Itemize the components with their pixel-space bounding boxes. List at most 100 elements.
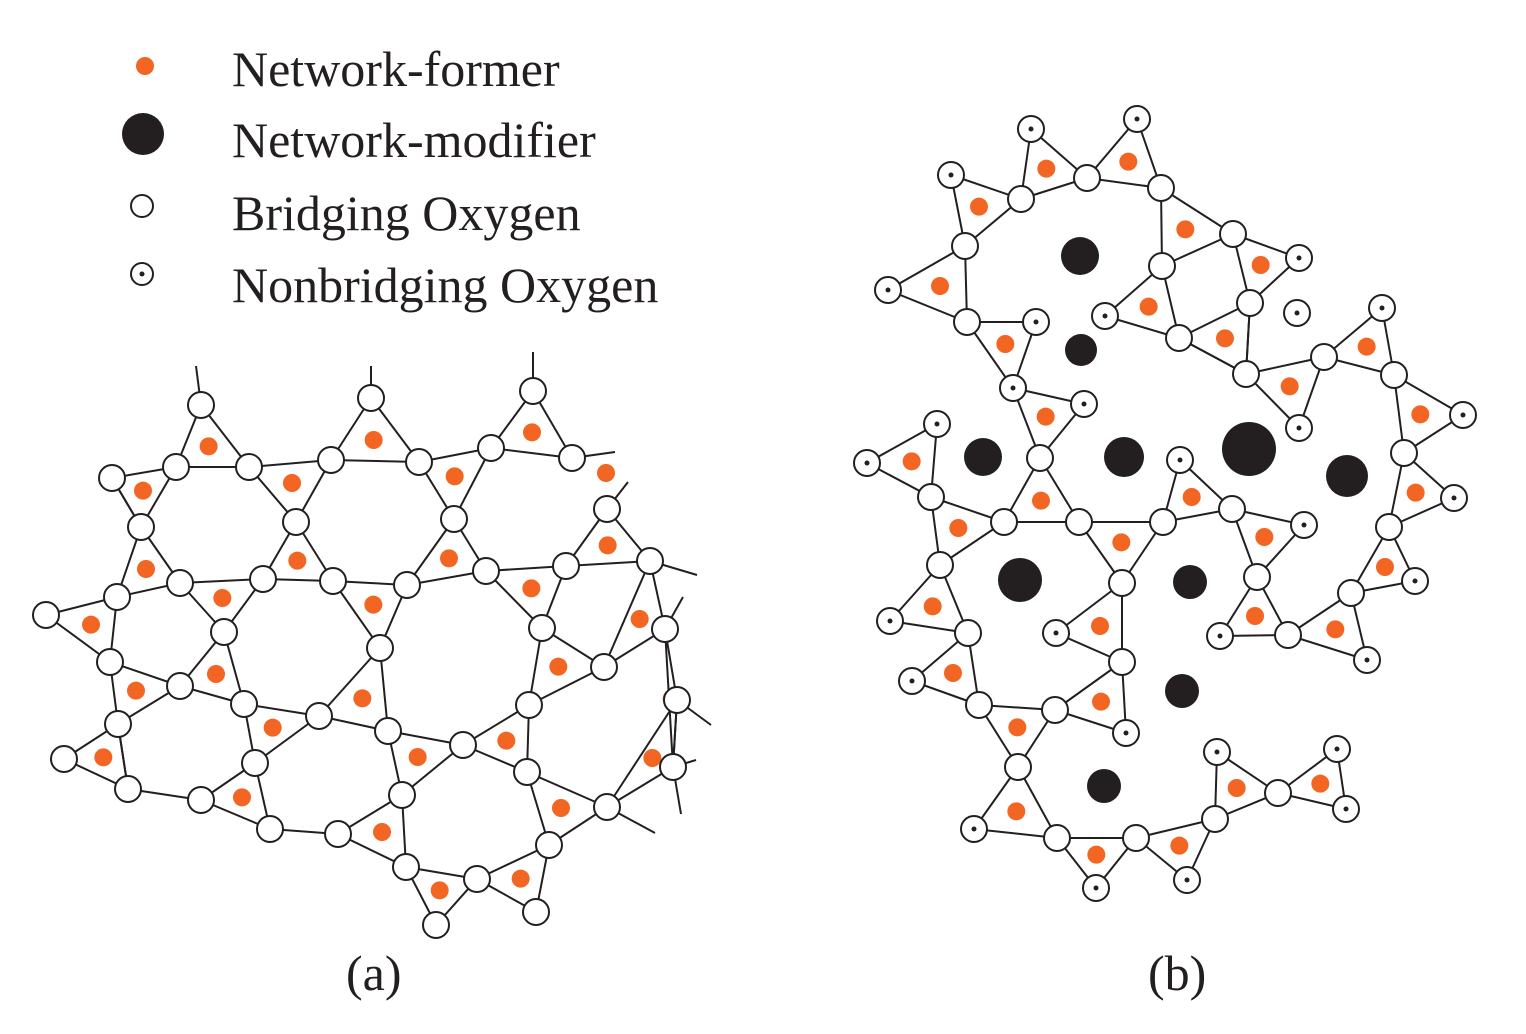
bond-line [606, 699, 678, 808]
network-modifier [1104, 437, 1144, 477]
bridging-oxygen [659, 753, 687, 781]
network-former [408, 748, 427, 766]
legend: Network-former Network-modifier Bridging… [122, 41, 658, 313]
bridging-oxygen [1375, 513, 1403, 541]
bridging-oxygen [1243, 563, 1271, 591]
network-former [283, 474, 301, 492]
network-former [127, 681, 145, 700]
nonbridging-oxygen [876, 607, 904, 635]
bridging-oxygen [374, 717, 402, 745]
bridging-oxygen [636, 547, 664, 575]
bond-line [526, 771, 608, 808]
network-former [1255, 528, 1274, 546]
network-b-oxygens [853, 105, 1477, 902]
nonbridging-oxygen [1285, 414, 1313, 442]
nonbridging-oxygen [1017, 115, 1045, 143]
bridging-oxygen [1380, 361, 1408, 389]
bridging-oxygen [50, 745, 78, 773]
network-former [1227, 779, 1246, 797]
legend-network-modifier-icon [122, 113, 164, 155]
network-modifier [1326, 455, 1368, 497]
network-b-bonds [866, 118, 1464, 889]
bridging-oxygen [422, 911, 450, 939]
bond-line [318, 647, 381, 717]
bridging-oxygen [366, 634, 394, 662]
bridging-oxygen [210, 618, 238, 646]
nonbridging-oxygen [937, 161, 965, 189]
bridging-oxygen [1201, 805, 1229, 833]
bridging-oxygen [1219, 220, 1247, 248]
network-former [440, 549, 458, 568]
bridging-oxygen [324, 820, 352, 848]
bridging-oxygen [392, 853, 420, 881]
bridging-oxygen [114, 775, 142, 803]
network-former [996, 335, 1015, 353]
network-former [522, 579, 541, 598]
bridging-oxygen [477, 434, 505, 462]
nonbridging-oxygen [999, 374, 1027, 402]
network-former [497, 731, 516, 750]
network-former [134, 481, 152, 500]
network-former [199, 437, 218, 456]
bridging-oxygen [1026, 444, 1054, 472]
bridging-oxygen [1337, 579, 1365, 607]
bridging-oxygen [166, 672, 194, 700]
nonbridging-oxygen [960, 815, 988, 843]
bridging-oxygen [1149, 508, 1177, 536]
nonbridging-oxygen [1323, 735, 1351, 763]
nonbridging-oxygen [1290, 511, 1318, 539]
network-modifier [998, 558, 1042, 602]
bridging-oxygen [590, 653, 618, 681]
network-a-oxygens [32, 377, 691, 939]
legend-network-former-icon [136, 57, 154, 75]
network-former [1406, 483, 1425, 502]
network-former [1182, 488, 1201, 506]
bond-line [1160, 187, 1234, 235]
bridging-oxygen [317, 446, 345, 474]
network-former [1032, 491, 1050, 510]
bridging-oxygen [917, 483, 945, 511]
nonbridging-oxygen [1070, 390, 1098, 418]
bridging-oxygen [440, 505, 468, 533]
network-modifier [964, 438, 1002, 476]
network-modifier [1061, 237, 1099, 275]
bridging-oxygen [1108, 648, 1136, 676]
caption-a: (a) [346, 945, 402, 1001]
network-former [1036, 407, 1055, 426]
bridging-oxygen [1236, 289, 1264, 317]
network-former [1008, 718, 1027, 737]
network-former [213, 589, 232, 607]
network-former [630, 610, 649, 628]
bridging-oxygen [1007, 185, 1035, 213]
nonbridging-oxygen [1285, 244, 1313, 272]
bridging-oxygen [305, 702, 333, 730]
bridging-oxygen [235, 453, 263, 481]
bridging-oxygen [405, 448, 433, 476]
nonbridging-oxygen [874, 276, 902, 304]
bridging-oxygen [249, 565, 277, 593]
network-former [445, 467, 464, 486]
legend-network-former-label: Network-former [232, 41, 560, 97]
bridging-oxygen [256, 815, 284, 843]
bridging-oxygen [1148, 252, 1176, 280]
network-modifier [1087, 769, 1121, 803]
bridging-oxygen [954, 619, 982, 647]
bridging-oxygen [1041, 696, 1069, 724]
bridging-oxygen [1232, 360, 1260, 388]
bridging-oxygen [472, 557, 500, 585]
network-former [1176, 220, 1195, 239]
network-former [1216, 329, 1234, 348]
bridging-oxygen [535, 831, 563, 859]
bridging-oxygen [528, 614, 556, 642]
bridging-oxygen [1043, 824, 1071, 852]
network-former [263, 718, 282, 737]
network-former [1087, 845, 1106, 864]
network-former [552, 799, 570, 817]
bridging-oxygen [1108, 569, 1136, 597]
network-b-formers [902, 152, 1430, 864]
bridging-oxygen [187, 391, 215, 419]
network-former [970, 197, 988, 216]
bridging-oxygen [1004, 753, 1032, 781]
legend-bridging-oxygen-label: Bridging Oxygen [232, 185, 581, 241]
nonbridging-oxygen [1123, 105, 1151, 133]
